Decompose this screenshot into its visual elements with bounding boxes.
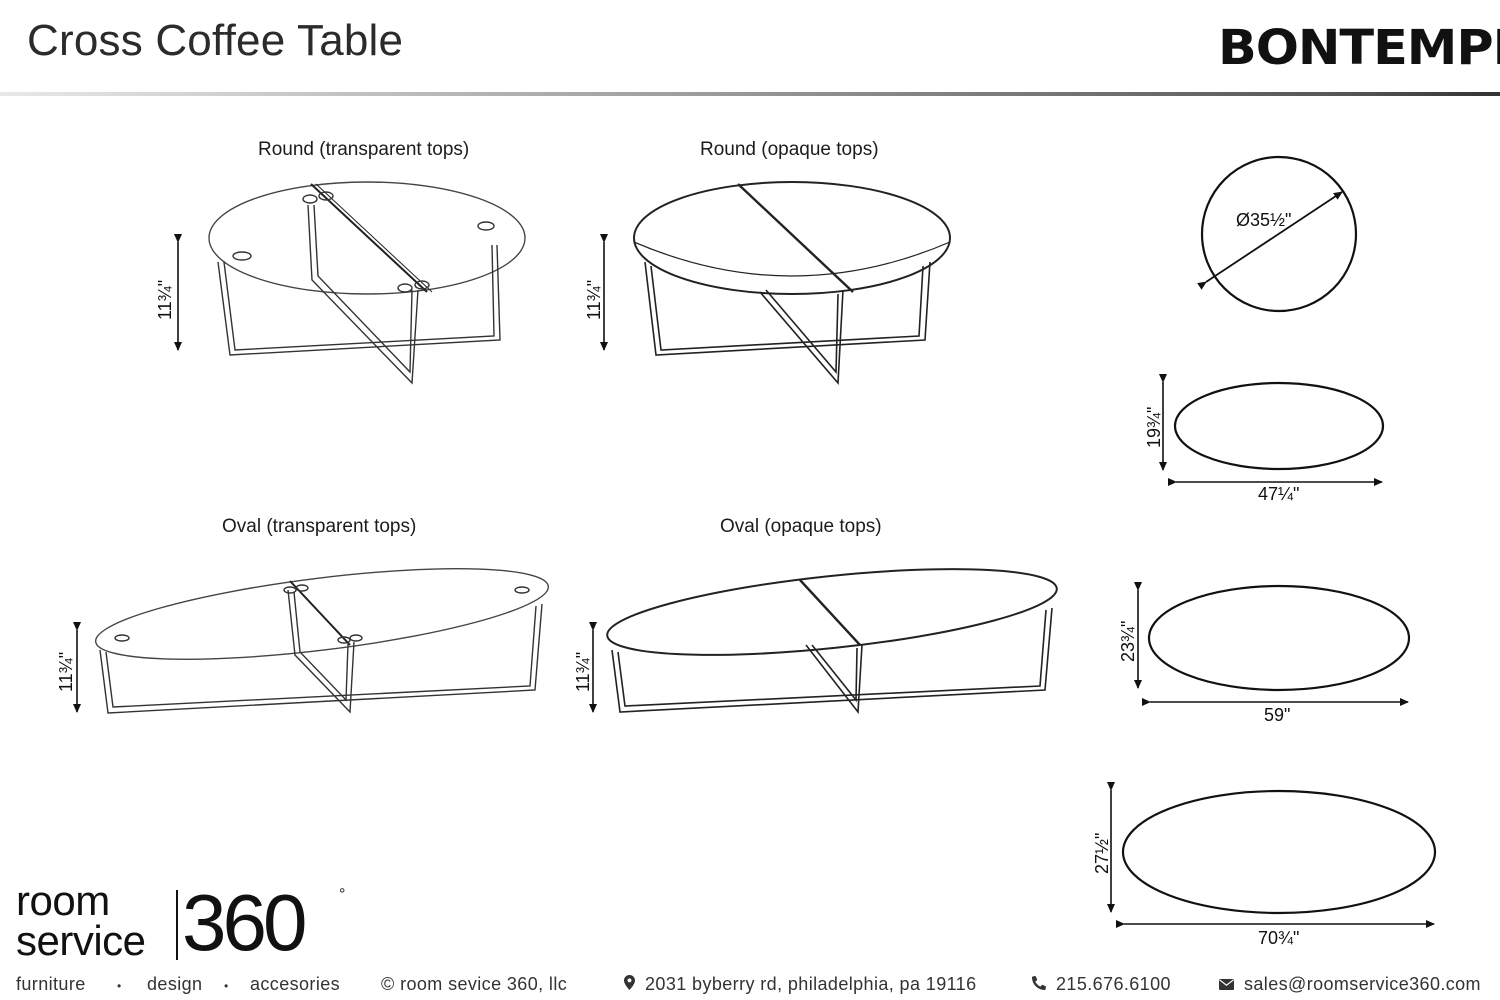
oval-small-width-label: 47¼" (1258, 484, 1299, 504)
oval-small-depth-label: 19¾" (1144, 407, 1164, 448)
footer-address: 2031 byberry rd, philadelphia, pa 19116 (645, 974, 977, 994)
caption-round-opaque: Round (opaque tops) (700, 139, 879, 160)
oval-large-depth-label: 27½" (1092, 833, 1112, 874)
height-dimension-lines (73, 234, 608, 713)
oval-medium-width-label: 59" (1264, 705, 1290, 725)
logo-word-service: service (16, 917, 146, 964)
footer-copyright: © room sevice 360, llc (381, 974, 568, 994)
caption-oval-transparent: Oval (transparent tops) (222, 516, 417, 537)
oval-opaque-table-drawing (606, 568, 1058, 715)
logo-number: 360 (182, 878, 308, 967)
round-plan-view (1197, 155, 1358, 313)
oval-plan-view-medium (1134, 582, 1411, 706)
oval-plan-view-small (1159, 374, 1385, 486)
height-label-round-transparent: 11¾" (155, 280, 175, 320)
oval-large-width-label: 70¾" (1258, 928, 1299, 948)
round-opaque-table-drawing (633, 181, 951, 386)
header-divider (0, 92, 1500, 96)
footer-tag-design: design (147, 974, 203, 994)
footer-phone: 215.676.6100 (1056, 974, 1171, 994)
oval-transparent-table-drawing (94, 568, 550, 714)
caption-oval-opaque: Oval (opaque tops) (720, 516, 882, 537)
footer-separator-2: • (224, 979, 229, 993)
logo-word-room: room (16, 877, 110, 924)
height-label-oval-opaque: 11¾" (573, 652, 593, 692)
footer-separator-1: • (117, 979, 122, 993)
footer-email: sales@roomservice360.com (1244, 974, 1481, 994)
logo-divider (176, 890, 178, 960)
oval-medium-depth-label: 23¾" (1118, 621, 1138, 662)
map-pin-icon (624, 975, 635, 994)
height-label-round-opaque: 11¾" (584, 280, 604, 320)
page-title: Cross Coffee Table (27, 16, 404, 65)
footer-phone-group: 215.676.6100 (1032, 974, 1171, 995)
footer-tag-accesories: accesories (250, 974, 341, 994)
caption-round-transparent: Round (transparent tops) (258, 139, 470, 160)
bontempi-logo: BONTEMPI (1218, 20, 1500, 76)
footer-address-group: 2031 byberry rd, philadelphia, pa 19116 (624, 974, 977, 995)
footer-tag-furniture: furniture (16, 974, 86, 994)
round-transparent-table-drawing (208, 181, 526, 385)
oval-plan-view-large (1107, 782, 1437, 928)
envelope-icon (1219, 977, 1234, 994)
height-label-oval-transparent: 11¾" (56, 652, 76, 692)
logo-degree: ° (339, 886, 346, 903)
room-service-360-logo: room service 360 ° (14, 880, 359, 966)
footer-email-group: sales@roomservice360.com (1219, 974, 1481, 995)
phone-icon (1032, 975, 1047, 994)
round-diameter-label: Ø35½" (1236, 210, 1291, 230)
